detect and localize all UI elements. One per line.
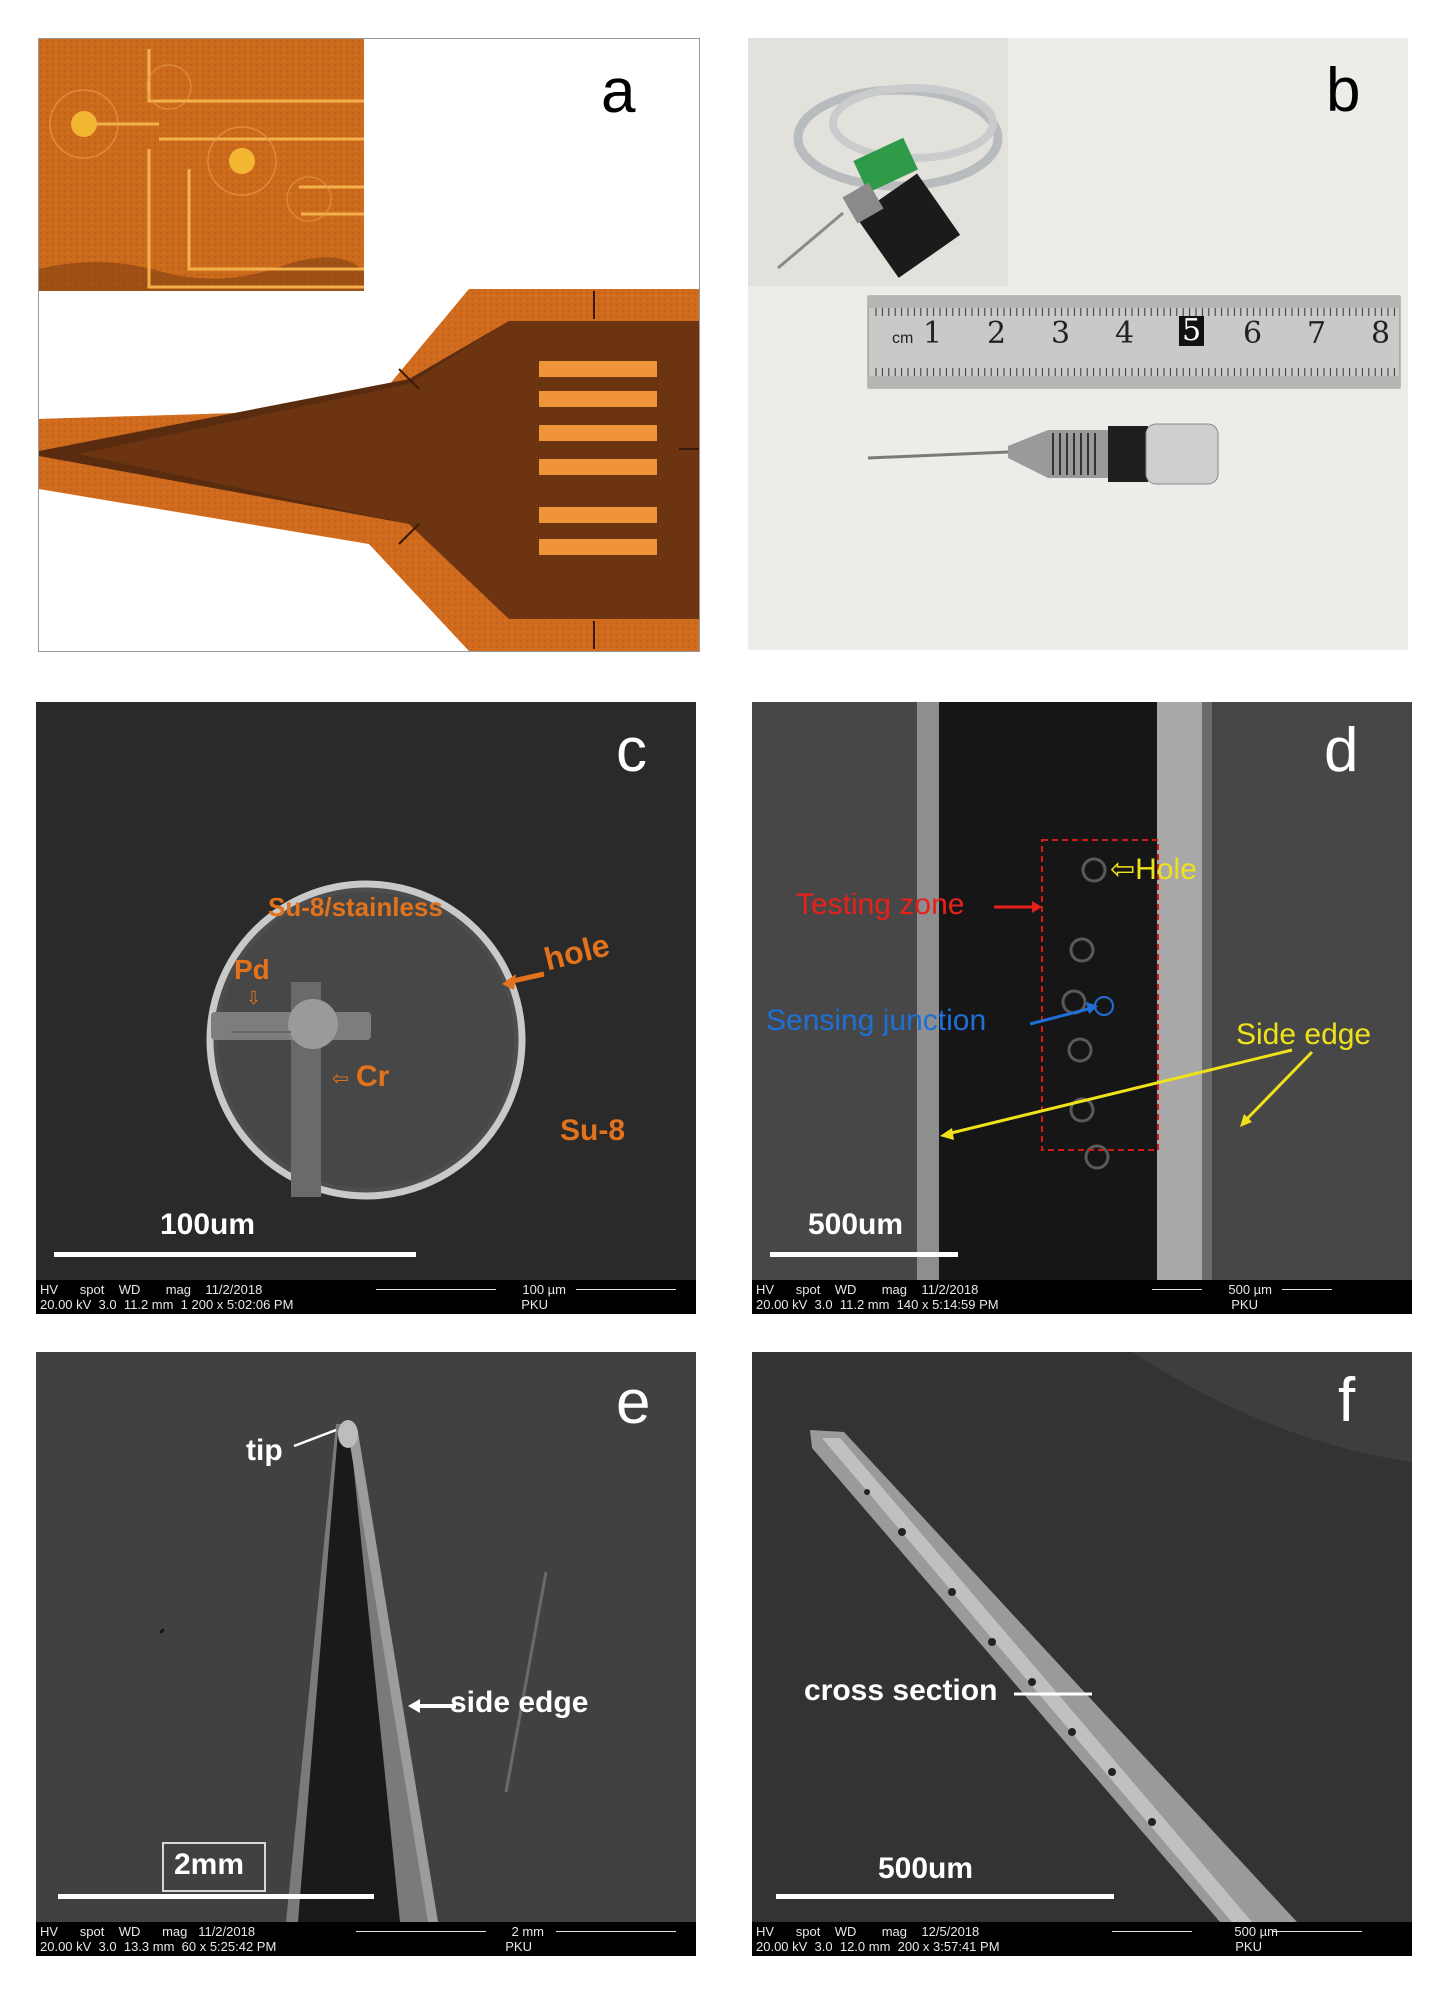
panel-e: tip side edge 2mm HV spot WD mag 11/2/20… (36, 1352, 696, 1956)
info-row-1: HV spot WD mag 11/2/2018 (756, 1282, 979, 1297)
sem-info-bar: HV spot WD mag 12/5/2018 20.00 kV 3.0 12… (752, 1922, 1412, 1956)
probe-layout-micrograph (39, 39, 699, 651)
sem-hole-image (36, 702, 696, 1280)
panel-d: Testing zone ⇦Hole Sensing junction Side… (752, 702, 1412, 1314)
info-site: PKU (1235, 1939, 1262, 1954)
probe-body (39, 289, 699, 651)
label-pd: Pd (234, 954, 270, 985)
info-scale-line (1112, 1931, 1192, 1932)
panel-b: cm 1 2 3 4 5 6 7 8 b (748, 38, 1408, 650)
sem-info-bar: HV spot WD mag 11/2/2018 20.00 kV 3.0 11… (36, 1280, 696, 1314)
panel-label-c: c (616, 716, 647, 785)
info-row-1: HV spot WD mag 12/5/2018 (756, 1924, 980, 1939)
info-row-2: 20.00 kV 3.0 11.2 mm 140 x 5:14:59 PM (756, 1297, 999, 1312)
panel-c: Su-8/stainless Pd ⇩ hole ⇦ Cr Su-8 100um… (36, 702, 696, 1314)
label-su8-stainless: Su-8/stainless (268, 892, 443, 922)
scale-bar-line (54, 1252, 416, 1257)
info-scale: 500 µm (1228, 1282, 1272, 1297)
info-scale-line-2 (1282, 1289, 1332, 1290)
scale-bar-box (162, 1842, 266, 1892)
probe-photo (748, 38, 1408, 650)
info-site: PKU (1231, 1297, 1258, 1312)
info-row-1: HV spot WD mag 11/2/2018 (40, 1924, 256, 1939)
label-cr: Cr (356, 1060, 390, 1093)
info-row-2: 20.00 kV 3.0 11.2 mm 1 200 x 5:02:06 PM (40, 1297, 294, 1312)
panel-label-f: f (1338, 1366, 1356, 1435)
info-scale-line-2 (576, 1289, 676, 1290)
sem-info-bar: HV spot WD mag 11/2/2018 20.00 kV 3.0 13… (36, 1922, 696, 1956)
info-row-2: 20.00 kV 3.0 13.3 mm 60 x 5:25:42 PM (40, 1939, 277, 1954)
pd-arrow-icon: ⇩ (246, 988, 262, 1008)
panel-f: cross section 500um HV spot WD mag 12/5/… (752, 1352, 1412, 1956)
ruler-number: 3 (1051, 316, 1071, 351)
ruler-number: 7 (1307, 316, 1327, 351)
info-scale-line (376, 1289, 496, 1290)
sem-tip-image (36, 1352, 696, 1922)
label-tip: tip (246, 1434, 283, 1467)
info-scale-line (1152, 1289, 1202, 1290)
label-side-edge: Side edge (1236, 1018, 1372, 1051)
scale-bar-label: 500um (878, 1852, 974, 1885)
info-scale-line-2 (1272, 1931, 1362, 1932)
scale-bar-line (58, 1894, 374, 1899)
info-row-2: 20.00 kV 3.0 12.0 mm 200 x 3:57:41 PM (756, 1939, 1000, 1954)
info-site: PKU (505, 1939, 532, 1954)
panel-label-b: b (1326, 56, 1361, 125)
label-su8: Su-8 (560, 1114, 626, 1147)
ruler-number: 2 (987, 316, 1007, 351)
probe-with-connector (867, 423, 1219, 485)
sem-cross-section-image (752, 1352, 1412, 1922)
ruler-unit: cm (892, 330, 914, 347)
ruler-numbers: 1 2 3 4 5 6 7 8 (748, 38, 1408, 650)
scale-bar-label: 500um (808, 1208, 904, 1241)
ruler-number: 8 (1371, 316, 1391, 351)
panel-label-d: d (1324, 716, 1359, 785)
panel-a: a (38, 38, 700, 652)
cable-photo-inset (748, 38, 1008, 286)
ruler-number: 6 (1243, 316, 1263, 351)
sem-shaft-image (752, 702, 1412, 1280)
panel-label-a: a (601, 57, 636, 126)
ruler-number: 5 (1179, 316, 1205, 346)
label-side-edge: side edge (450, 1686, 589, 1719)
info-scale: 500 µm (1234, 1924, 1278, 1939)
label-testing-zone: Testing zone (796, 888, 965, 921)
panel-label-e: e (616, 1368, 651, 1437)
info-scale: 100 µm (522, 1282, 566, 1297)
scale-bar-label: 2mm (174, 1848, 245, 1881)
info-site: PKU (521, 1297, 548, 1312)
scale-bar-label: 100um (160, 1208, 256, 1241)
inset-micrograph (39, 39, 364, 291)
info-scale-line (356, 1931, 486, 1932)
info-row-1: HV spot WD mag 11/2/2018 (40, 1282, 263, 1297)
label-cross-section: cross section (804, 1674, 998, 1707)
info-scale-line-2 (556, 1931, 676, 1932)
scale-bar-line (776, 1894, 1114, 1899)
sem-info-bar: HV spot WD mag 11/2/2018 20.00 kV 3.0 11… (752, 1280, 1412, 1314)
ruler-number: 1 (923, 316, 943, 351)
label-sensing-junction: Sensing junction (766, 1004, 987, 1037)
label-hole: ⇦Hole (1110, 853, 1197, 886)
ruler-number: 4 (1115, 316, 1135, 351)
cr-arrow-icon: ⇦ (332, 1068, 349, 1090)
scale-bar-line (770, 1252, 958, 1257)
hole-arrow-icon (502, 971, 545, 990)
info-scale: 2 mm (511, 1924, 545, 1939)
